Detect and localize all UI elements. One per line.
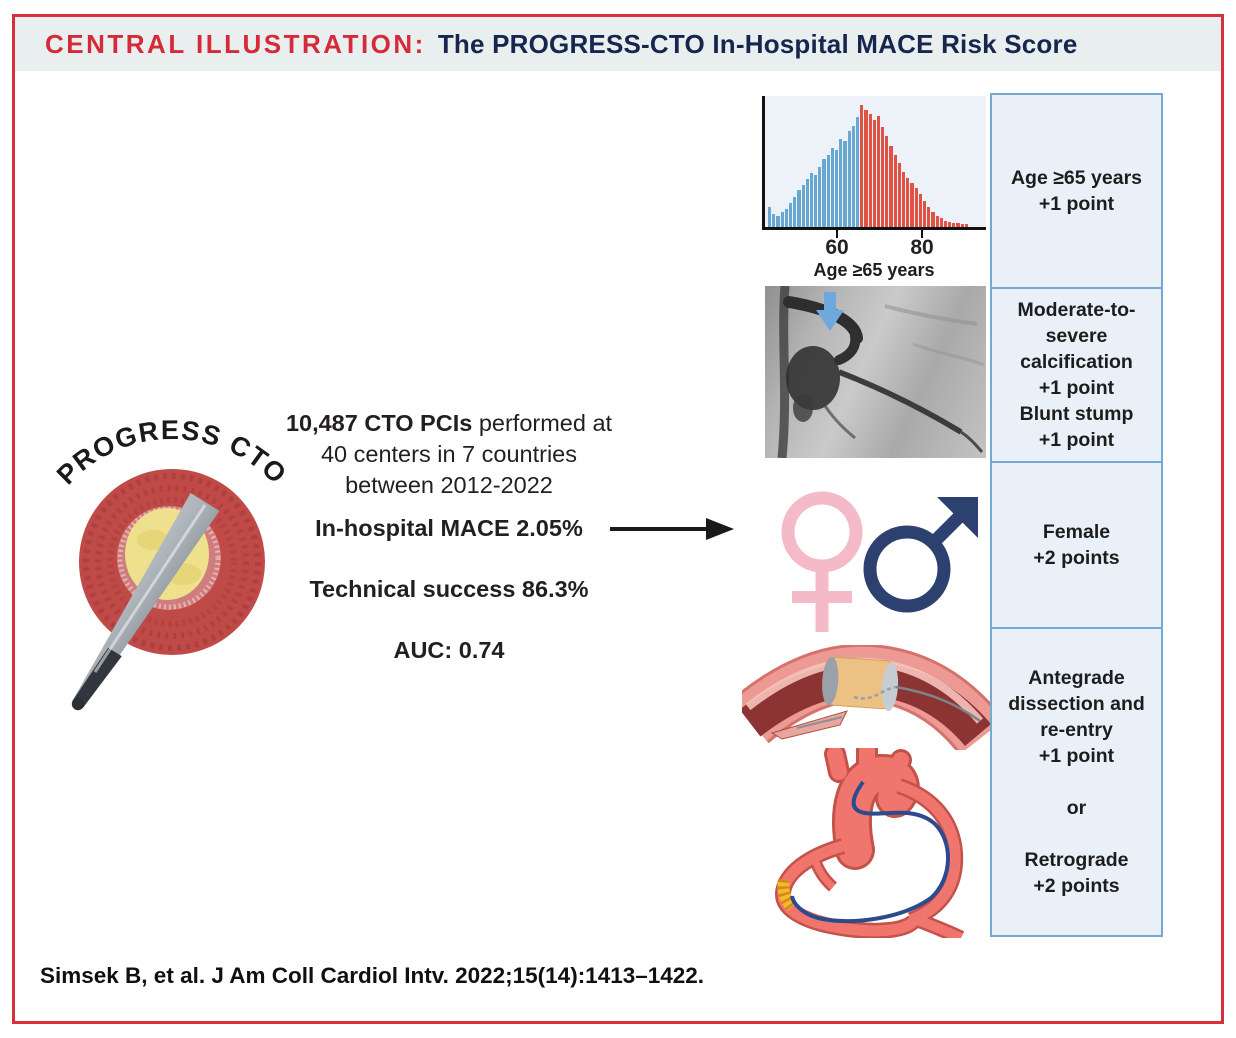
cohort-line-3: between 2012-2022 (345, 472, 553, 498)
guide-catheter-shadow (777, 286, 790, 458)
score-box: Age ≥65 years+1 point (990, 93, 1163, 289)
study-summary: 10,487 CTO PCIs performed at 40 centers … (268, 408, 630, 666)
progress-cto-logo: PROGRESS CTO (55, 415, 291, 711)
flow-arrow-icon (610, 518, 734, 540)
figure-title: The PROGRESS-CTO In-Hospital MACE Risk S… (437, 28, 1078, 59)
cohort-line-2: 40 centers in 7 countries (320, 441, 578, 467)
retrograde-approach-illustration (775, 748, 965, 938)
angiogram-image (765, 286, 986, 458)
x-tick-label-80: 80 (910, 236, 934, 259)
histogram-x-label: Age ≥65 years (813, 260, 935, 280)
female-icon (781, 491, 863, 632)
retrograde-guidewire (790, 780, 950, 924)
score-box: Female+2 points (990, 461, 1163, 629)
technical-success-stat: Technical success 86.3% (309, 576, 589, 602)
occlusion-arrow-icon (816, 292, 844, 331)
figure-header: CENTRAL ILLUSTRATION: The PROGRESS-CTO I… (15, 17, 1221, 71)
mace-stat: In-hospital MACE 2.05% (315, 515, 583, 541)
cohort-line-1: 10,487 CTO PCIs performed at (285, 410, 613, 436)
antegrade-dissection-illustration (742, 645, 990, 750)
age-histogram-plot (762, 96, 986, 230)
histogram-bars (768, 101, 968, 227)
auc-stat: AUC: 0.74 (393, 637, 505, 663)
catheter-icon (71, 493, 220, 711)
balloon-device (822, 656, 899, 712)
x-tick-80 (921, 230, 923, 238)
occlusion-segment (777, 878, 797, 912)
male-icon (863, 497, 978, 613)
occluded-segment-blob (786, 346, 840, 410)
citation: Simsek B, et al. J Am Coll Cardiol Intv.… (40, 963, 705, 988)
coronary-loop (775, 778, 965, 938)
aorta (824, 748, 920, 870)
x-tick-label-60: 60 (825, 236, 849, 259)
sex-symbols (781, 491, 978, 632)
guidewire (895, 685, 981, 723)
header-kicker: CENTRAL ILLUSTRATION: (45, 28, 426, 59)
x-tick-60 (836, 230, 838, 238)
risk-score-column: Age ≥65 years+1 point Moderate-to-severe… (990, 93, 1163, 937)
age-histogram: 60 80 Age ≥65 years (762, 96, 986, 286)
